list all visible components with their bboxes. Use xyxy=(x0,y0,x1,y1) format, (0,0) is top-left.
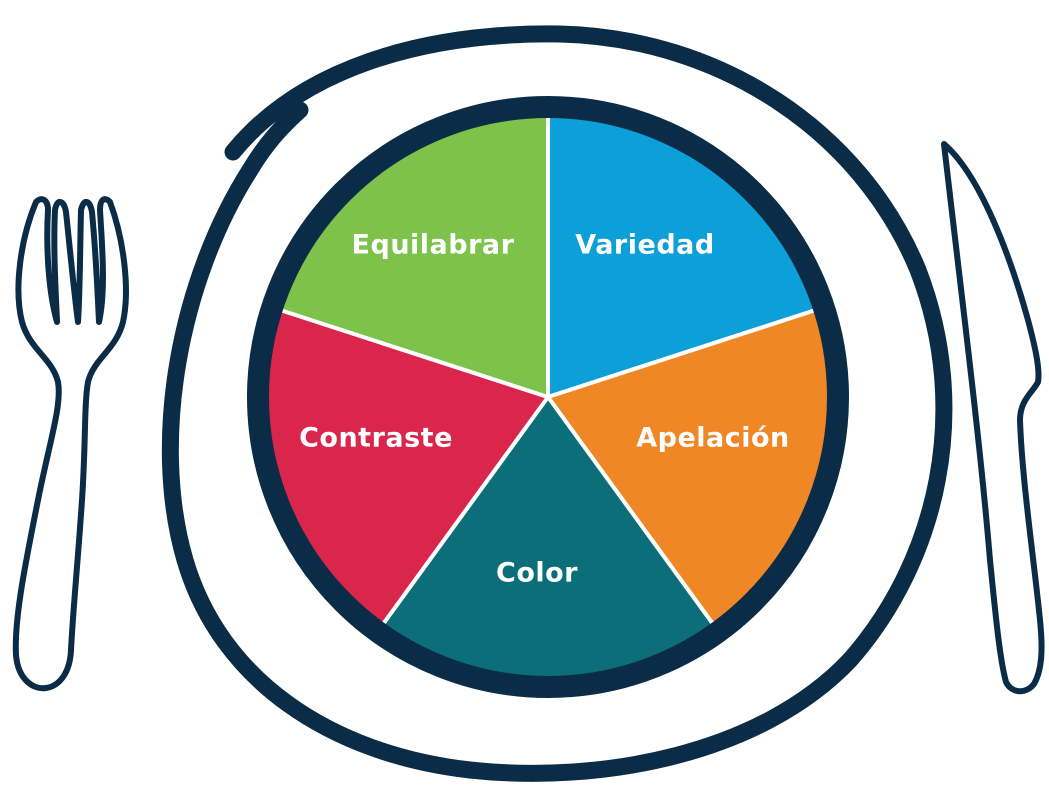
plate-inner-rim xyxy=(247,96,849,698)
segment-label-apelacion: Apelación xyxy=(636,423,790,454)
knife-icon xyxy=(941,141,1045,695)
segment-label-variedad: Variedad xyxy=(575,230,714,261)
fork-icon xyxy=(12,196,129,692)
segment-labels: Variedad Apelación Color Contraste Equil… xyxy=(299,230,790,589)
segment-label-equilabrar: Equilabrar xyxy=(352,230,515,261)
plate-outer-rim xyxy=(161,25,953,782)
segment-label-contraste: Contraste xyxy=(299,423,453,454)
segment-label-color: Color xyxy=(496,558,578,589)
plate-icon xyxy=(161,25,953,782)
